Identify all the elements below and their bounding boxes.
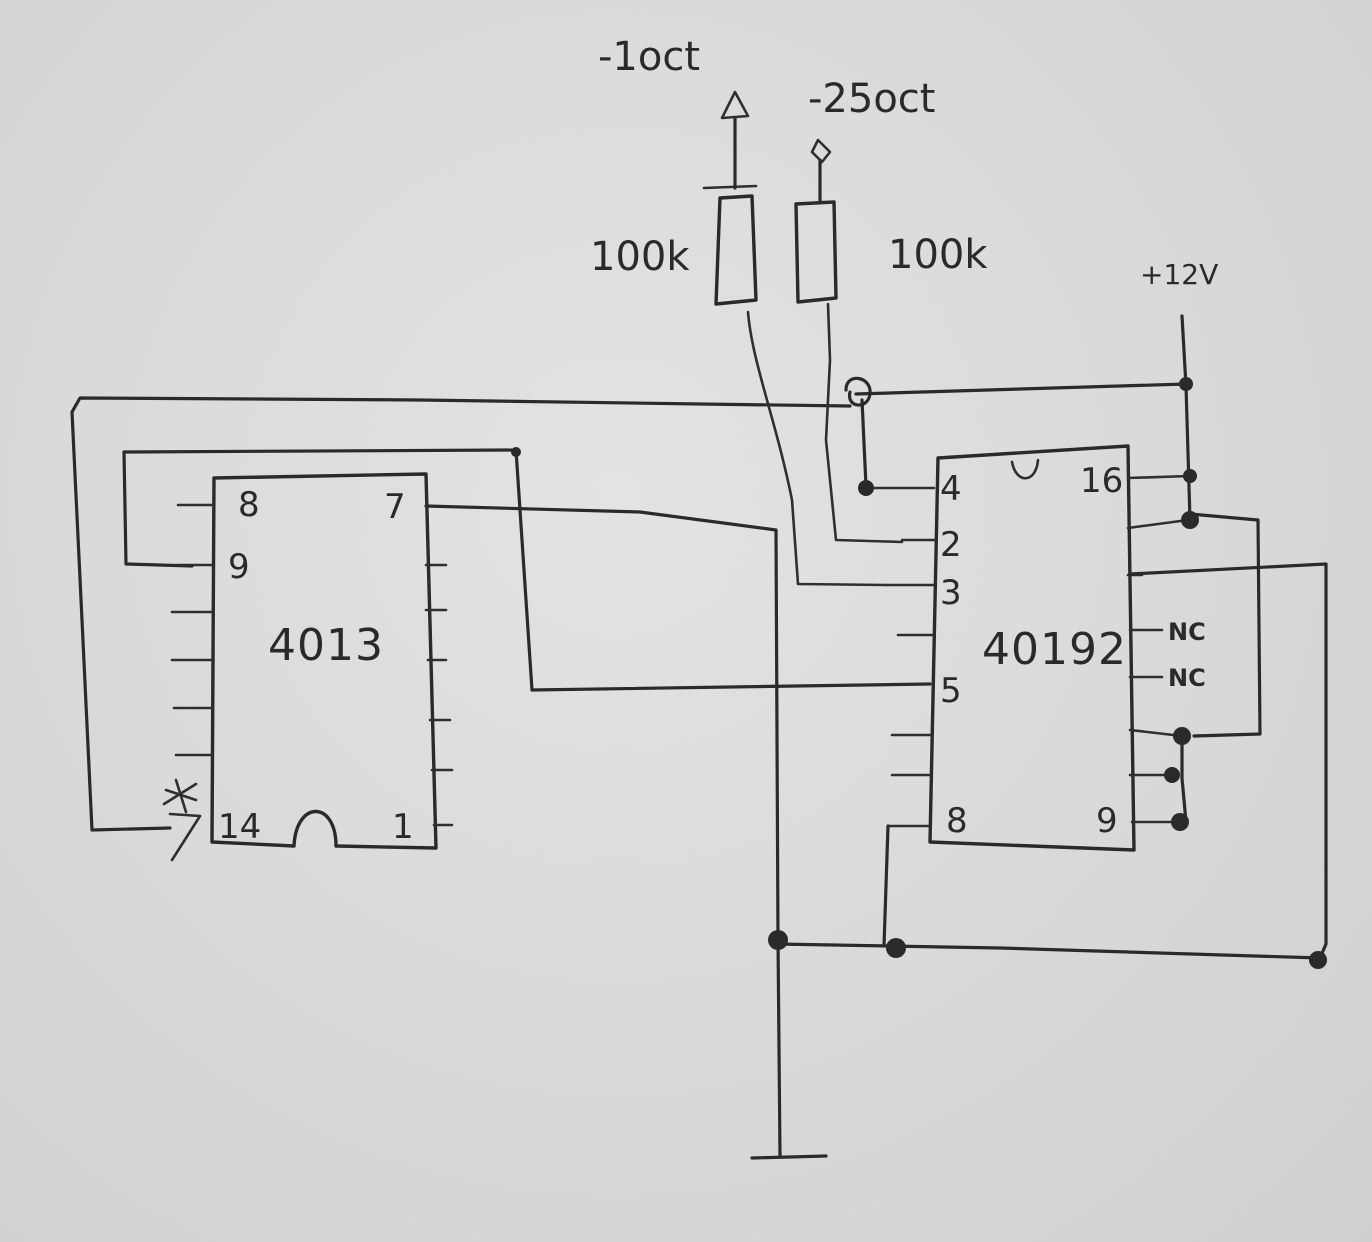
junction-ring [844,376,872,407]
chip-40192-pin2-label: 2 [940,525,962,565]
resistor-right-value: 100k [888,232,988,278]
chip-40192-pin16-label: 16 [1080,461,1123,501]
chip-40192-pin5-label: 5 [940,671,962,711]
input-right-label: -25oct [808,76,935,122]
chip-40192: 40192 4 2 3 5 8 16 9 NC NC [866,444,1206,852]
chip-4013-label: 4013 [268,620,384,671]
input-left-arrow [720,90,750,120]
power-label: +12V [1140,258,1218,291]
chip-4013-pin7-label: 7 [384,487,406,527]
wire-drop-pin4 [860,398,868,488]
wire-ground-drop [776,938,782,1158]
resistor-right-body [794,200,838,304]
chip-4013-pin8-label: 8 [238,485,260,525]
chip-4013-pin9-label: 9 [228,547,250,587]
ground-symbol [750,1154,828,1160]
junction-dot [1309,951,1327,969]
chip-40192-pin [1126,518,1190,530]
chip-40192-pin [1126,474,1192,480]
chip-40192-pin4-label: 4 [940,469,962,509]
resistor-left-cap [702,184,758,190]
junction-dot [1171,813,1189,831]
wire-resistor-right-to-pin2 [824,302,904,544]
chip-4013-body [210,472,438,850]
junction-dot [1164,767,1180,783]
chip-40192-body [928,444,1136,852]
junction-dot [858,480,874,496]
junction-dot [886,938,906,958]
junction-dot [1183,469,1197,483]
wire-pin8-to-ground [882,824,890,948]
resistor-left: 100k -1oct [590,34,758,306]
input-right-arrow [810,138,832,164]
power-top-wire [854,382,1188,396]
wire-right-loop [1128,562,1328,960]
chip-40192-pin3-label: 3 [940,573,962,613]
chip-4013: 4013 8 9 7 14 1 [162,472,454,862]
power-loop-wire [1188,512,1262,738]
nc-label-bottom: NC [1168,664,1206,692]
chip-40192-pin8-label: 8 [946,801,968,841]
chip-40192-label: 40192 [982,624,1127,675]
junction-dot [511,447,521,457]
resistor-left-body [714,194,758,306]
input-left-label: -1oct [598,34,700,80]
chip-40192-pin9-label: 9 [1096,801,1118,841]
resistor-left-value: 100k [590,234,690,280]
resistor-right: 100k -25oct [794,76,988,304]
wire-pin7-to-ground [424,504,780,942]
scribble-mark [162,778,202,862]
wire-data-pins-tie [1180,734,1188,824]
power-rail: +12V [854,258,1262,738]
power-vertical [1180,314,1192,522]
wire-top-loop [70,396,852,832]
junction-dot [768,930,788,950]
wire-pin9-to-pin5 [122,448,932,692]
wire-ground-bus [774,942,1322,960]
wires [70,302,1328,1160]
junction-dot [1179,377,1193,391]
wire-resistor-left-to-pin3 [746,310,888,587]
chip-4013-pin14-label: 14 [218,807,261,847]
chip-4013-pin1-label: 1 [392,807,414,847]
chip-40192-notch [1010,458,1040,480]
junction-dot [1173,727,1191,745]
nc-label-top: NC [1168,618,1206,646]
